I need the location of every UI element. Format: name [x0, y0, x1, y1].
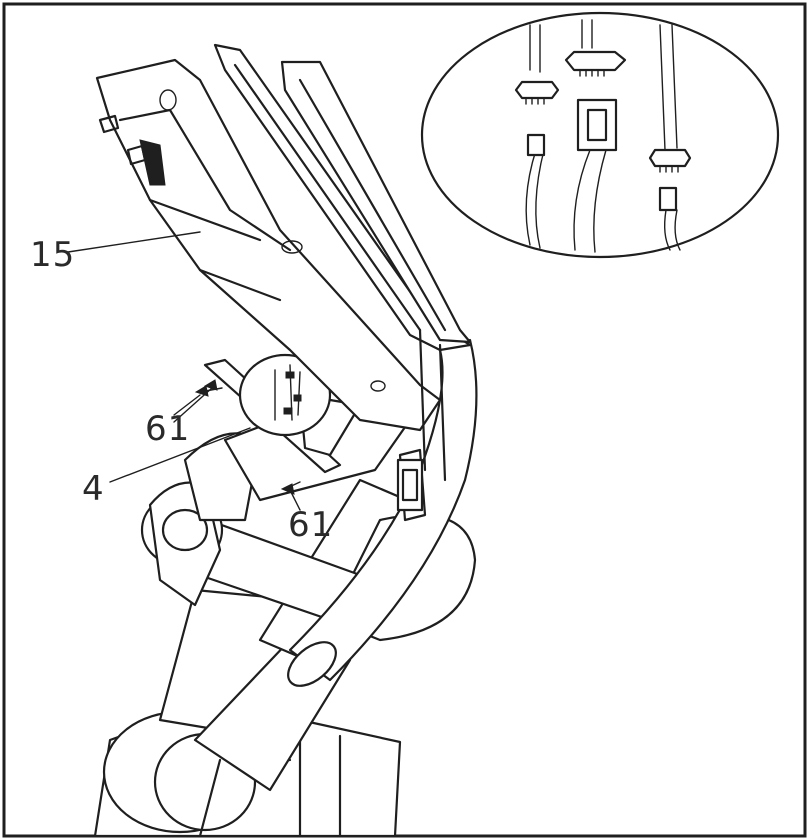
- curved-handle-tube: [287, 338, 478, 687]
- label-screws-lower: 61: [288, 505, 333, 545]
- label-console: 15: [30, 235, 75, 275]
- wire-detail-circle: [238, 353, 332, 437]
- label-post: 4: [82, 469, 105, 509]
- connector-inset: [420, 11, 780, 259]
- screws-upper: [194, 379, 223, 397]
- console-housing: [95, 58, 442, 432]
- label-screws-upper: 61: [145, 409, 190, 449]
- hanging-connector: [396, 458, 424, 512]
- console-back-cover: [213, 43, 472, 482]
- leader-lines: [67, 231, 301, 511]
